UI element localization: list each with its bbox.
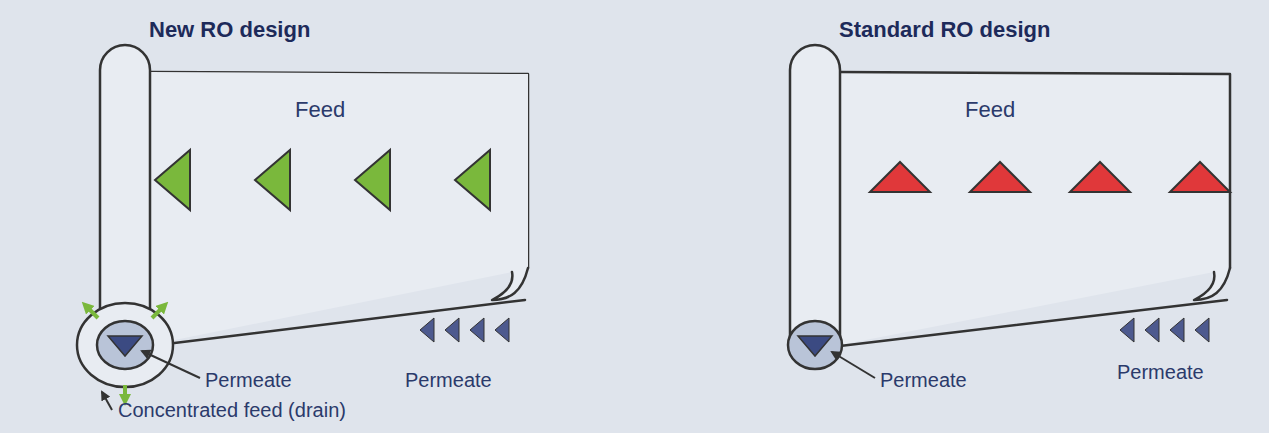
design-title: New RO design — [149, 18, 310, 42]
callout-label: Permeate — [205, 368, 292, 392]
flow-label: Feed — [295, 98, 345, 122]
callout-label: Permeate — [880, 368, 967, 392]
flow-label: Feed — [965, 98, 1015, 122]
design-title: Standard RO design — [839, 18, 1050, 42]
flow-label: Permeate — [1117, 360, 1204, 384]
callout-label: Concentrated feed (drain) — [118, 398, 346, 422]
flow-label: Permeate — [405, 368, 492, 392]
